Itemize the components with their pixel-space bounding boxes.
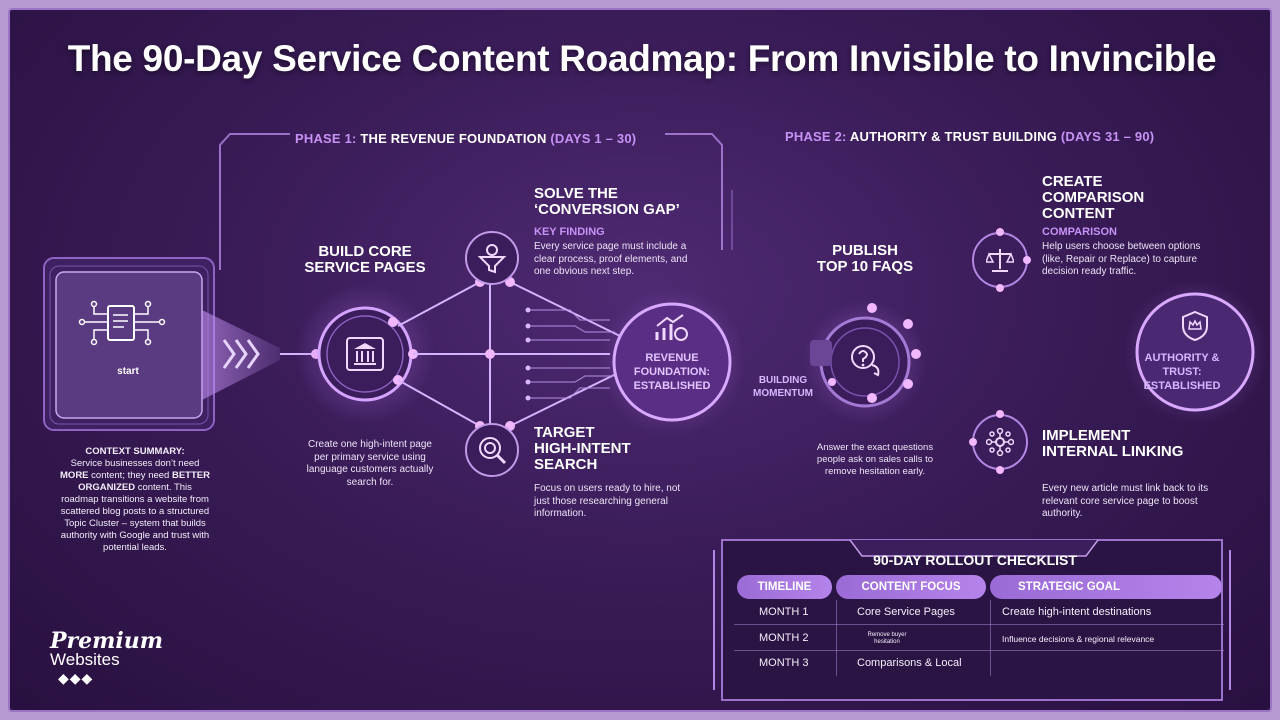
phase-2-name: AUTHORITY & TRUST BUILDING bbox=[849, 129, 1058, 144]
comparison-sub: COMPARISON bbox=[1042, 226, 1117, 238]
revenue-established-label: REVENUE FOUNDATION: ESTABLISHED bbox=[622, 351, 722, 393]
funnel-gear-icon bbox=[477, 244, 507, 274]
phase-2-days: (DAYS 31 – 90) bbox=[1060, 129, 1155, 144]
context-text-2: content; they need bbox=[91, 470, 170, 481]
conversion-gap-body: Every service page must include a clear … bbox=[534, 241, 688, 277]
build-core-heading-line-1: BUILD CORE bbox=[318, 243, 412, 260]
shield-crown-icon bbox=[1182, 310, 1208, 342]
premium-websites-logo: Premium Websites ◆◆◆ bbox=[36, 628, 163, 687]
phase-1-label: PHASE 1: THE REVENUE FOUNDATION (DAYS 1 … bbox=[295, 131, 636, 146]
logo-line-2: Websites bbox=[50, 650, 120, 669]
authority-label-line-3: ESTABLISHED bbox=[1143, 380, 1221, 392]
table-cell: MONTH 3 bbox=[759, 657, 809, 669]
rollout-checklist: 90-DAY ROLLOUT CHECKLIST bbox=[720, 530, 1230, 702]
target-search-body: Focus on users ready to hire, not just t… bbox=[534, 483, 681, 519]
logo-diamonds-icon: ◆◆◆ bbox=[58, 670, 94, 686]
table-cell: Core Service Pages bbox=[857, 606, 955, 618]
col-divider bbox=[990, 600, 991, 676]
momentum-line-1: BUILDING bbox=[758, 375, 808, 386]
phase-1-name: THE REVENUE FOUNDATION bbox=[360, 131, 547, 146]
table-cell: Influence decisions & regional relevance bbox=[1002, 634, 1155, 644]
table-cell: MONTH 2 bbox=[759, 632, 809, 644]
comparison-body: Help users choose between options (like,… bbox=[1042, 241, 1201, 277]
comparison-heading-line-2: COMPARISON bbox=[1042, 189, 1145, 206]
scales-icon bbox=[986, 249, 1014, 272]
authority-label-line-1: AUTHORITY & bbox=[1144, 352, 1220, 364]
start-label: start bbox=[117, 366, 139, 377]
question-chat-icon bbox=[851, 345, 880, 377]
col-header-strategic-goal: STRATEGIC GOAL bbox=[990, 575, 1222, 599]
faqs-heading: PUBLISH TOP 10 FAQS bbox=[800, 243, 930, 275]
linking-heading-line-1: IMPLEMENT bbox=[1042, 427, 1131, 444]
bank-icon bbox=[346, 337, 384, 371]
phase-2-label: PHASE 2: AUTHORITY & TRUST BUILDING (DAY… bbox=[785, 129, 1154, 144]
build-core-body: Create one high-intent page per primary … bbox=[306, 439, 434, 488]
row-divider bbox=[734, 624, 1224, 625]
col-divider bbox=[836, 600, 837, 676]
build-core-heading: BUILD CORE SERVICE PAGES bbox=[290, 244, 440, 276]
network-icon bbox=[986, 428, 1014, 456]
target-search-heading-line-2: HIGH-INTENT bbox=[534, 440, 631, 457]
linking-heading: IMPLEMENT INTERNAL LINKING bbox=[1042, 428, 1212, 460]
phase-1-prefix: PHASE 1: bbox=[295, 131, 357, 146]
key-finding-label: KEY FINDING bbox=[534, 226, 605, 238]
col-header-timeline: TIMELINE bbox=[737, 575, 832, 599]
momentum-line-2: MOMENTUM bbox=[753, 388, 813, 399]
target-search-heading-line-3: SEARCH bbox=[534, 456, 598, 473]
row-divider bbox=[734, 650, 1224, 651]
revenue-label-line-3: ESTABLISHED bbox=[633, 380, 711, 392]
revenue-label-line-1: REVENUE bbox=[645, 352, 699, 364]
faqs-heading-line-2: TOP 10 FAQS bbox=[816, 258, 914, 275]
infographic-frame: The 90-Day Service Content Roadmap: From… bbox=[8, 8, 1272, 712]
target-search-icon bbox=[479, 437, 507, 465]
conversion-gap-heading: SOLVE THE ‘CONVERSION GAP’ bbox=[534, 186, 714, 218]
comparison-heading-line-1: CREATE bbox=[1042, 173, 1103, 190]
conversion-gap-heading-line-1: SOLVE THE bbox=[534, 185, 618, 202]
faqs-body: Answer the exact questions people ask on… bbox=[816, 442, 934, 477]
table-cell: Create high-intent destinations bbox=[1002, 606, 1152, 618]
phase-2-prefix: PHASE 2: bbox=[785, 129, 847, 144]
conversion-gap-heading-line-2: ‘CONVERSION GAP’ bbox=[534, 201, 680, 218]
context-text-1: Service businesses don’t need bbox=[70, 458, 200, 469]
linking-heading-line-2: INTERNAL LINKING bbox=[1042, 443, 1184, 460]
target-search-heading: TARGET HIGH-INTENT SEARCH bbox=[534, 425, 674, 473]
table-cell: MONTH 1 bbox=[759, 606, 809, 618]
growth-chart-icon bbox=[655, 314, 688, 341]
logo-line-1: Premium bbox=[50, 628, 164, 654]
target-search-heading-line-1: TARGET bbox=[534, 424, 595, 441]
checklist-title: 90-DAY ROLLOUT CHECKLIST bbox=[873, 552, 1077, 568]
page-title: The 90-Day Service Content Roadmap: From… bbox=[67, 38, 1217, 79]
comparison-heading-line-3: CONTENT bbox=[1042, 205, 1115, 222]
revenue-label-line-2: FOUNDATION: bbox=[633, 366, 711, 378]
authority-label-line-2: TRUST: bbox=[1162, 366, 1202, 378]
context-text-3: content. This roadmap transitions a webs… bbox=[60, 482, 210, 553]
comparison-heading: CREATE COMPARISON CONTENT bbox=[1042, 174, 1192, 222]
context-summary: CONTEXT SUMMARY: Service businesses don’… bbox=[60, 446, 210, 554]
phase-1-days: (DAYS 1 – 30) bbox=[550, 131, 637, 146]
document-circuit-icon bbox=[78, 300, 166, 346]
linking-body: Every new article must link back to its … bbox=[1042, 483, 1209, 519]
table-cell: Remove buyer hesitation bbox=[867, 632, 907, 645]
col-header-content-focus: CONTENT FOCUS bbox=[836, 575, 986, 599]
context-bold-2: BETTER ORGANIZED bbox=[78, 470, 210, 493]
faqs-heading-line-1: PUBLISH bbox=[832, 242, 898, 259]
build-core-heading-line-2: SERVICE PAGES bbox=[304, 259, 426, 276]
context-heading: CONTEXT SUMMARY: bbox=[85, 446, 185, 457]
building-momentum-label: BUILDING MOMENTUM bbox=[738, 374, 828, 400]
context-bold-1: MORE bbox=[60, 470, 89, 481]
table-cell: Comparisons & Local bbox=[857, 657, 962, 669]
authority-established-label: AUTHORITY & TRUST: ESTABLISHED bbox=[1132, 351, 1232, 393]
